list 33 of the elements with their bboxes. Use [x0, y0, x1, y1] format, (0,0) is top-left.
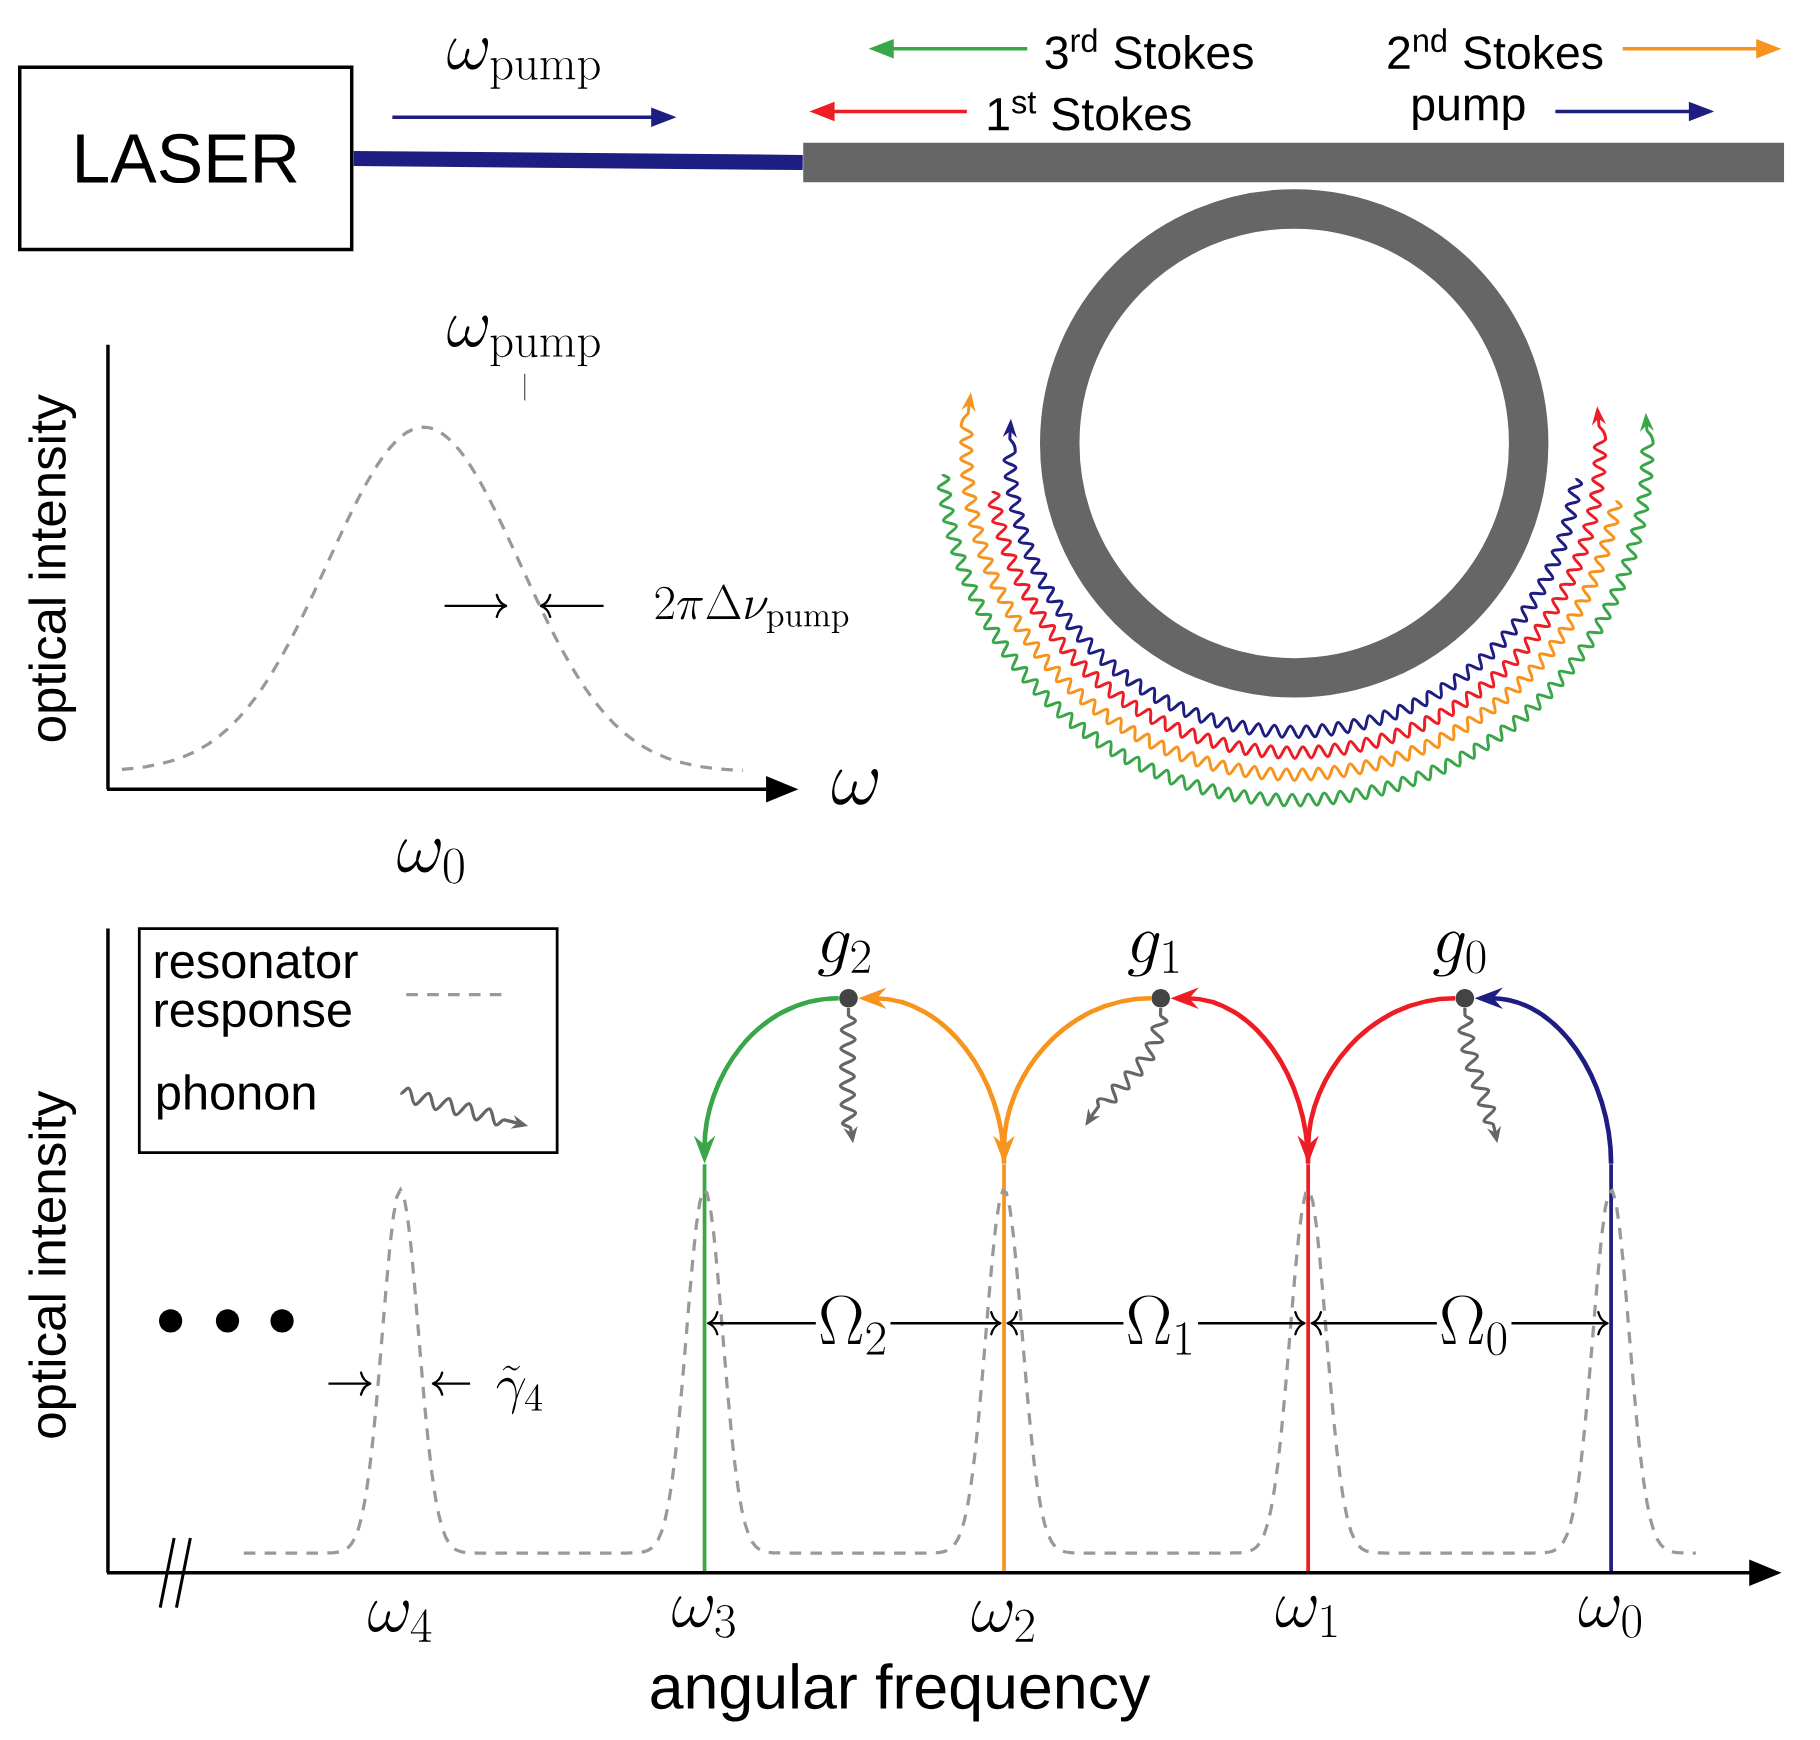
laser-beam [353, 150, 803, 171]
spacing-label: $\Omega_2$ [815, 1294, 891, 1357]
tick-label: $\omega_2$ [971, 1600, 1034, 1642]
coupling-point [839, 989, 858, 1008]
pump-label: pump [1413, 95, 1525, 130]
coupling-point [1455, 989, 1475, 1008]
tick-label: $\omega_3$ [672, 1595, 735, 1638]
tick-label: $\omega_0$ [397, 838, 464, 884]
coupling-label: $g_0$ [1433, 931, 1486, 977]
legend-label: phonon [158, 1074, 315, 1120]
axis-label: $\omega$ [832, 769, 879, 805]
stokes-label: 2$^{nd}$ Stokes [1388, 28, 1603, 70]
waveguide [803, 142, 1785, 183]
peak-label: $\omega_{\mathrm{pump}}$ [447, 315, 600, 367]
tick-label: $\omega_1$ [1276, 1595, 1337, 1638]
tick-label: $\omega_4$ [368, 1600, 432, 1642]
coupling-point [1151, 989, 1170, 1008]
laser-box: LASER [18, 65, 354, 252]
stokes-label: 3$^{rd}$ Stokes [1045, 28, 1253, 70]
linewidth-label: $\tilde{\gamma}_4$ [496, 1365, 543, 1415]
linewidth-label: $2\pi\Delta\nu_{\mathrm{pump}}$ [655, 584, 849, 634]
beam-frequency-label: $\omega_{\mathrm{pump}}$ [447, 38, 600, 89]
axis-label: optical intensity [28, 1090, 77, 1438]
tick-label: $\omega_0$ [1578, 1595, 1641, 1638]
legend-label: resonator response [155, 946, 358, 1037]
coupling-label: $g_1$ [1128, 931, 1179, 977]
axis-label: optical intensity [28, 394, 77, 742]
axis-label: angular frequency [651, 1663, 1151, 1722]
ring-resonator [1040, 189, 1549, 698]
coupling-label: $g_2$ [818, 931, 870, 977]
spacing-label: $\Omega_0$ [1436, 1294, 1512, 1357]
stokes-label: 1$^{st}$ Stokes [988, 92, 1191, 131]
spacing-label: $\Omega_1$ [1123, 1294, 1199, 1357]
